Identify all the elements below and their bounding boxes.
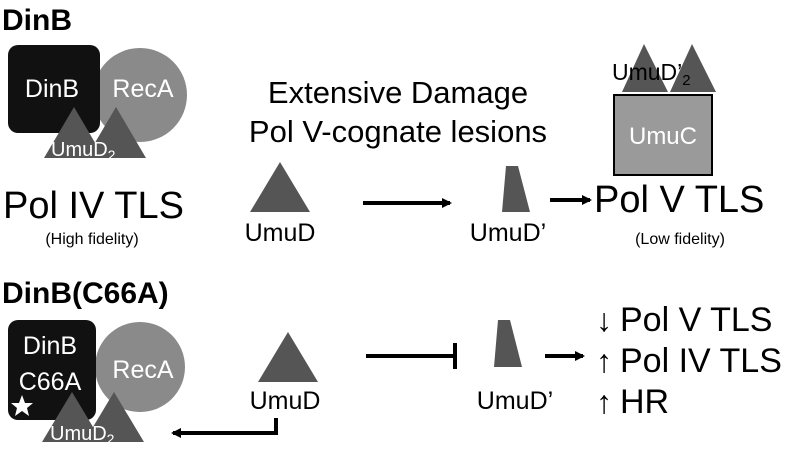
dinb-c66a-box [8, 320, 96, 420]
dinb-c66a-complex: DinB C66A RecA UmuD2 [8, 320, 185, 447]
outcome-hr: HR [620, 383, 669, 421]
dinb-box [8, 45, 100, 133]
reca-label-bottom: RecA [112, 356, 173, 384]
umud-prime-label-bottom: UmuD’ [477, 387, 553, 415]
umud2-label-bottom: UmuD2 [50, 423, 115, 447]
umud2-triangle-left [44, 107, 104, 158]
reca-label: RecA [112, 75, 173, 103]
umud-prime-label-top: UmuD’ [470, 219, 546, 247]
pol4-tls-label: Pol IV TLS [3, 185, 184, 227]
umud-prime2-left [622, 44, 668, 92]
pol5-fidelity-label: (Low fidelity) [635, 231, 725, 248]
umud-triangle-bottom [258, 332, 318, 382]
pol5-tls-label: Pol V TLS [594, 179, 764, 221]
outcome-pol4-tls: Pol IV TLS [620, 342, 782, 380]
umud2-triangle-right-bottom [84, 392, 144, 442]
umud-label-top: UmuD [245, 219, 316, 247]
damage-line1: Extensive Damage [268, 75, 528, 110]
reca-circle-bottom [95, 322, 185, 412]
outcome-up-icon-1: ↑ [596, 343, 612, 379]
umud2-triangle-right [86, 107, 146, 158]
pol4-fidelity-label: (High fidelity) [45, 231, 138, 248]
inhibition-arrow [366, 343, 457, 369]
umuc-box [613, 94, 713, 176]
pol5-complex: UmuD’2 UmuC [612, 44, 716, 176]
umud-prime2-right [670, 44, 716, 92]
dinb-c66a-line2: C66A [19, 368, 82, 396]
bottom-heading: DinB(C66A) [2, 277, 169, 310]
umuc-label: UmuC [629, 123, 697, 150]
umud2-triangle-left-bottom [42, 392, 102, 442]
umud-prime-shape-top [502, 166, 530, 212]
return-arrow [171, 418, 278, 438]
umud2-label: UmuD2 [51, 139, 116, 163]
mutation-star-icon [11, 395, 33, 416]
outcome-up-icon-2: ↑ [596, 384, 612, 420]
umud-prime-shape-bottom [494, 320, 522, 367]
umud-triangle-top [250, 162, 310, 212]
dinb-complex: DinB RecA UmuD2 [8, 45, 187, 163]
top-heading: DinB [2, 4, 72, 37]
outcome-pol5-tls: Pol V TLS [620, 301, 772, 339]
dinb-label: DinB [25, 75, 79, 103]
dinb-c66a-line1: DinB [23, 332, 77, 360]
damage-line2: Pol V-cognate lesions [249, 114, 547, 149]
umud-label-bottom: UmuD [250, 387, 321, 415]
umud-prime2-label: UmuD’2 [612, 59, 691, 89]
outcome-list: ↓ Pol V TLS ↑ Pol IV TLS ↑ HR [596, 301, 782, 421]
outcome-down-icon: ↓ [596, 302, 612, 338]
